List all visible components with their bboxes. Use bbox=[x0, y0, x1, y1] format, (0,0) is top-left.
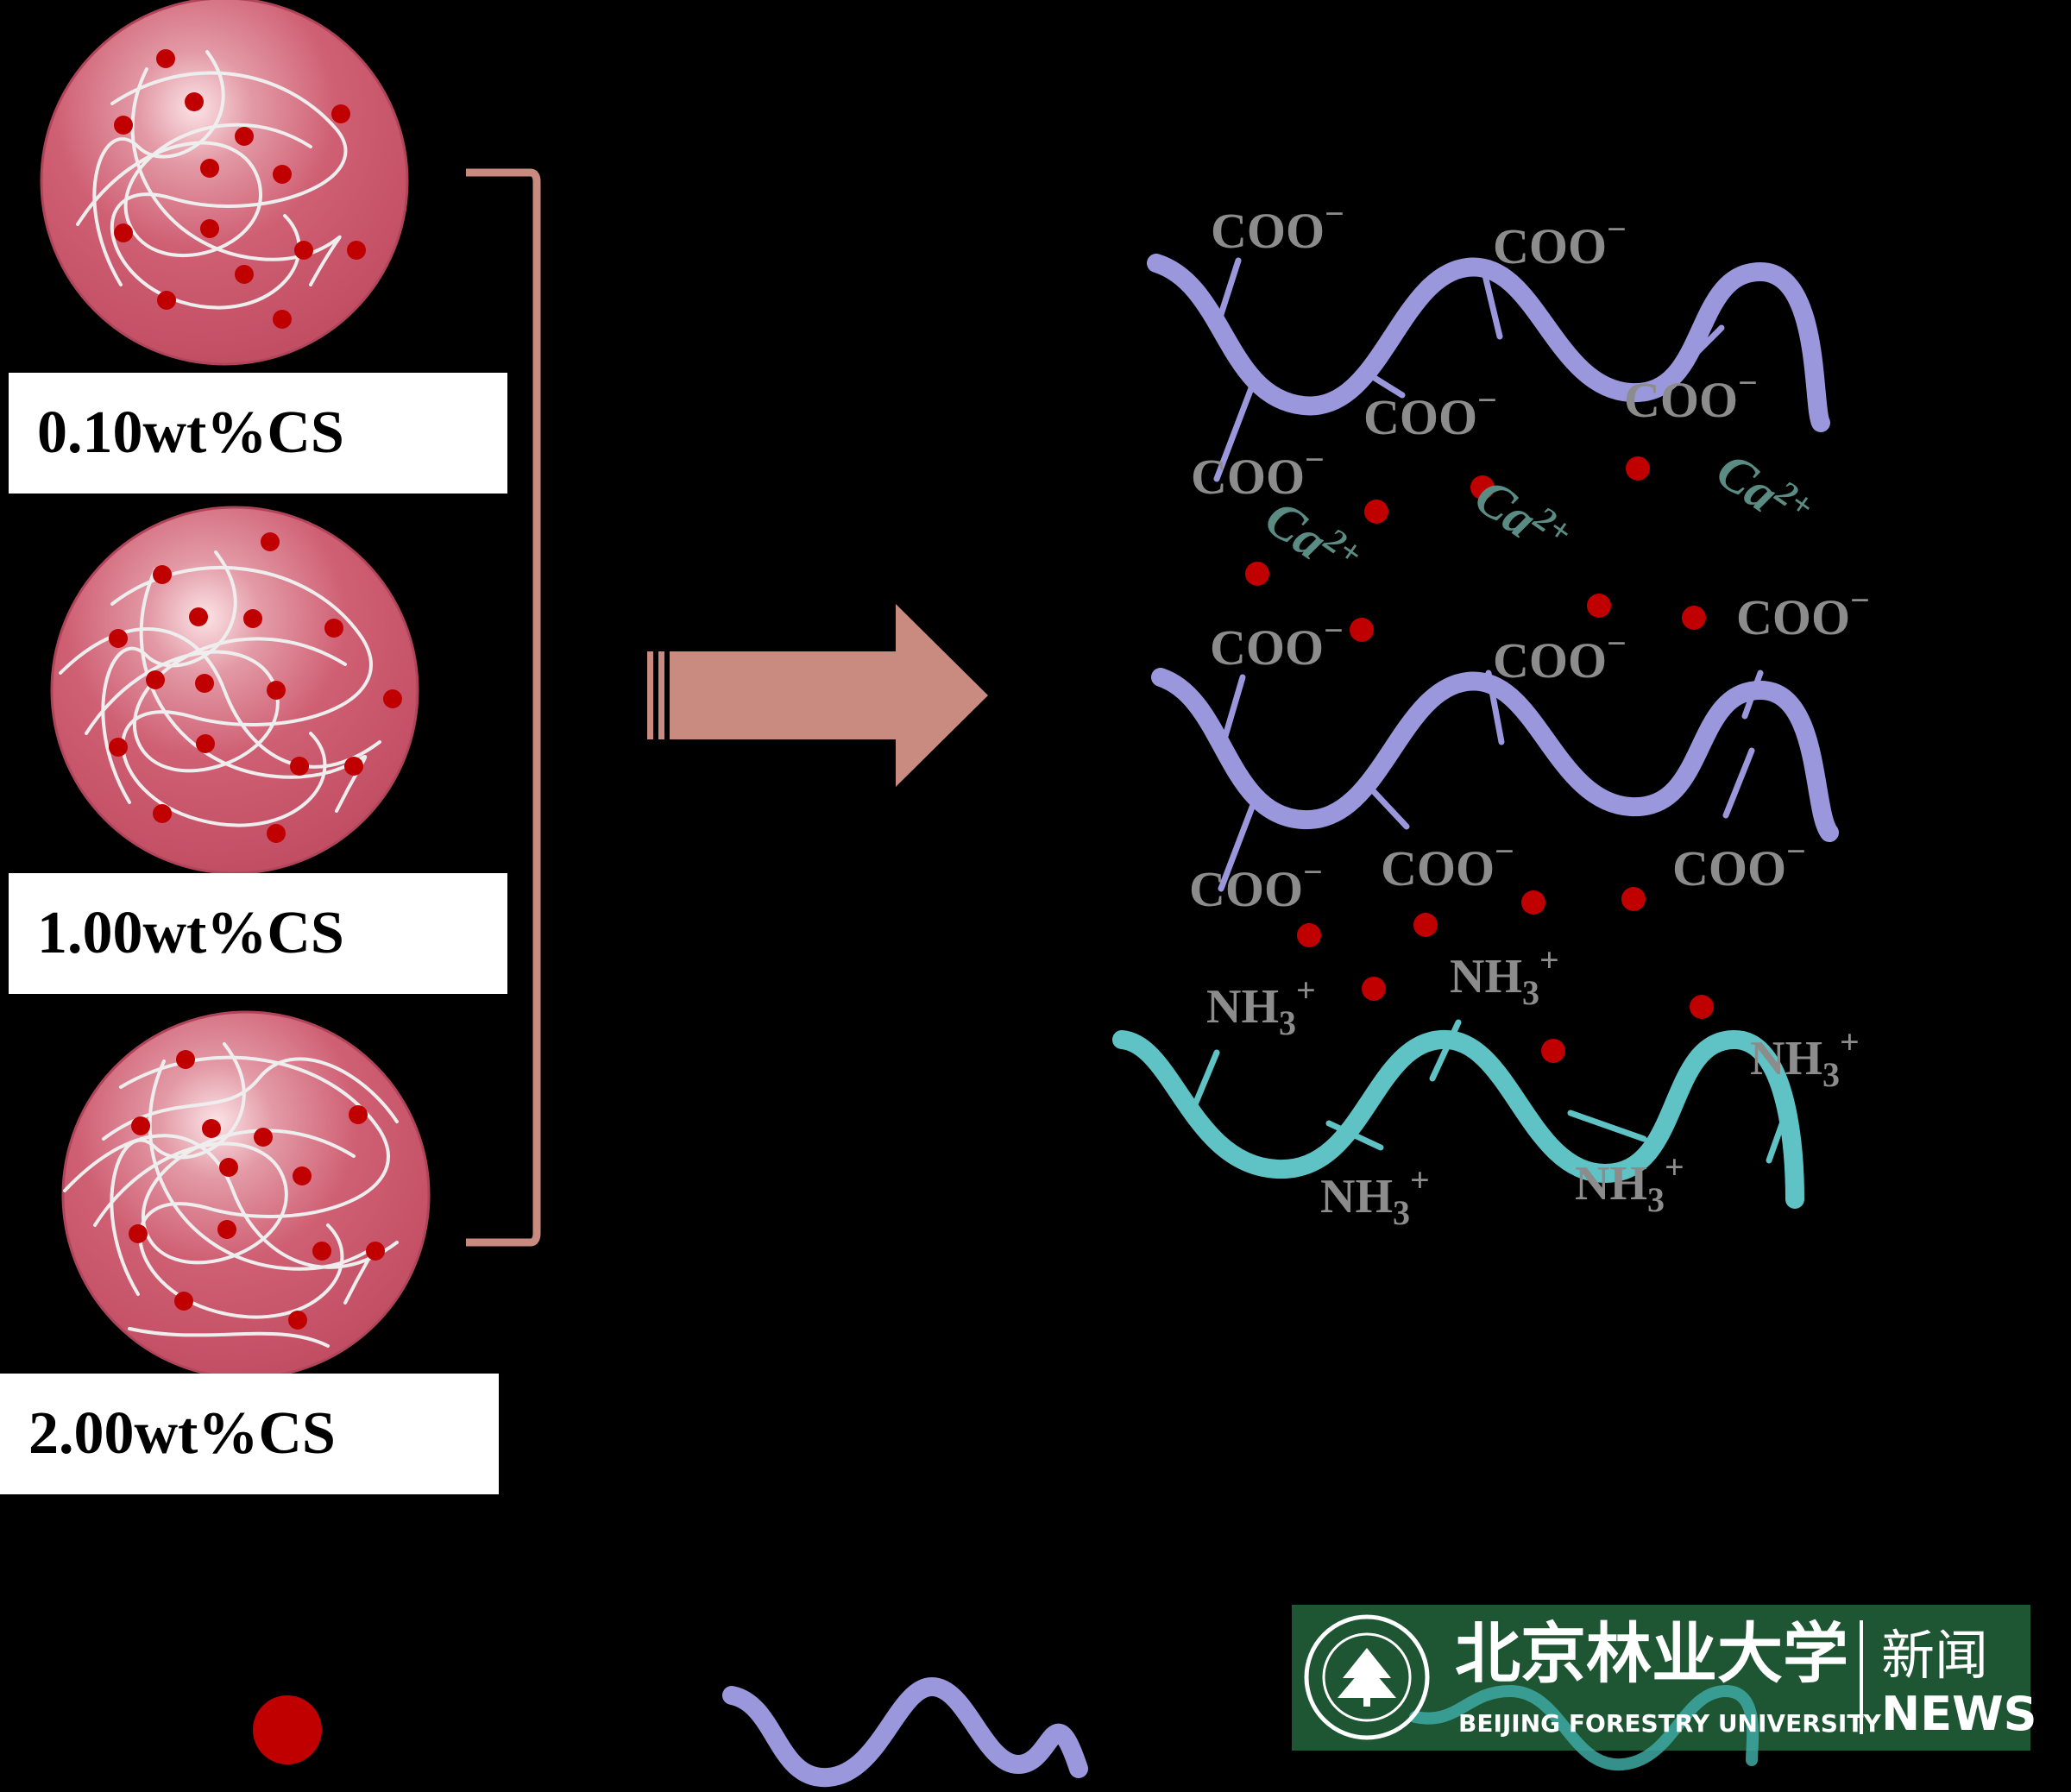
chitosan-chain bbox=[1112, 1019, 1804, 1209]
calcium-labels: Ca2+ Ca2+ Ca2+ bbox=[1256, 437, 1822, 573]
bead-mid-cs bbox=[50, 506, 419, 875]
coo-text: COO bbox=[1211, 203, 1325, 259]
coo-text: COO bbox=[1191, 449, 1305, 505]
svg-text:COO−: COO− bbox=[1191, 440, 1325, 505]
coo-text: COO bbox=[1381, 840, 1495, 896]
carboxylate-labels: COO− COO− COO− COO− COO− COO− COO− COO− … bbox=[1189, 194, 1870, 917]
amine-labels: NH3+ NH3+ NH3+ NH3+ NH3+ bbox=[1206, 940, 1860, 1232]
svg-text:NH3+: NH3+ bbox=[1450, 940, 1559, 1012]
ca-text: Ca bbox=[1707, 442, 1789, 523]
svg-text:NH3+: NH3+ bbox=[1206, 971, 1316, 1042]
grouping-bracket bbox=[466, 168, 541, 1247]
svg-text:COO−: COO− bbox=[1736, 581, 1870, 645]
bead-label-mid: 1.00wt%CS bbox=[9, 873, 507, 994]
seal-icon bbox=[1304, 1614, 1430, 1740]
nh-text: NH bbox=[1750, 1032, 1822, 1085]
bead-label-high: 2.00wt%CS bbox=[0, 1374, 499, 1494]
alginate-chain-top bbox=[1147, 254, 1830, 482]
coo-text: COO bbox=[1363, 389, 1477, 445]
nh-text: NH bbox=[1575, 1157, 1647, 1210]
nh-text: NH bbox=[1320, 1170, 1393, 1223]
svg-text:COO−: COO− bbox=[1363, 380, 1497, 445]
legend bbox=[253, 1676, 1088, 1788]
coo-text: COO bbox=[1210, 619, 1324, 676]
svg-text:COO−: COO− bbox=[1493, 210, 1627, 274]
university-logo: 北京林业大学 BEIJING FORESTRY UNIVERSITY 新闻 NE… bbox=[1292, 1605, 2037, 1771]
logo-name-en: BEIJING FORESTRY UNIVERSITY bbox=[1458, 1709, 1881, 1738]
svg-text:NH3+: NH3+ bbox=[1575, 1148, 1684, 1219]
logo-section-en: NEWS bbox=[1881, 1687, 2037, 1741]
coo-text: COO bbox=[1672, 840, 1786, 896]
bead-label-high-text: 2.00wt%CS bbox=[28, 1400, 336, 1467]
svg-text:COO−: COO− bbox=[1493, 624, 1627, 689]
logo-name-cn: 北京林业大学 bbox=[1455, 1615, 1848, 1692]
svg-text:COO−: COO− bbox=[1672, 832, 1806, 896]
coo-text: COO bbox=[1736, 589, 1850, 645]
bead-label-low-text: 0.10wt%CS bbox=[37, 399, 344, 466]
svg-text:COO−: COO− bbox=[1189, 852, 1323, 917]
svg-text:COO−: COO− bbox=[1624, 363, 1758, 428]
coo-text: COO bbox=[1624, 372, 1738, 428]
svg-text:Ca2+: Ca2+ bbox=[1707, 437, 1822, 544]
legend-calcium-dot bbox=[253, 1695, 322, 1764]
bead-low-cs bbox=[40, 0, 409, 366]
bead-label-mid-text: 1.00wt%CS bbox=[37, 900, 344, 966]
coo-text: COO bbox=[1493, 632, 1607, 689]
alginate-chain-middle bbox=[1151, 668, 1839, 892]
coo-text: COO bbox=[1189, 861, 1303, 917]
svg-text:COO−: COO− bbox=[1211, 194, 1344, 259]
bead-label-low: 0.10wt%CS bbox=[9, 373, 507, 494]
nh-text: NH bbox=[1450, 950, 1522, 1003]
bead-high-cs bbox=[61, 1010, 431, 1380]
nh-text: NH bbox=[1206, 980, 1279, 1034]
svg-text:NH3+: NH3+ bbox=[1750, 1022, 1860, 1094]
logo-section-cn: 新闻 bbox=[1881, 1624, 1988, 1687]
svg-text:COO−: COO− bbox=[1381, 832, 1514, 896]
svg-text:COO−: COO− bbox=[1210, 611, 1344, 676]
svg-text:NH3+: NH3+ bbox=[1320, 1160, 1430, 1232]
coo-text: COO bbox=[1493, 218, 1607, 274]
legend-alginate-wave bbox=[722, 1676, 1088, 1788]
reaction-arrow bbox=[647, 604, 988, 787]
calcium-dots bbox=[1245, 456, 1714, 1063]
